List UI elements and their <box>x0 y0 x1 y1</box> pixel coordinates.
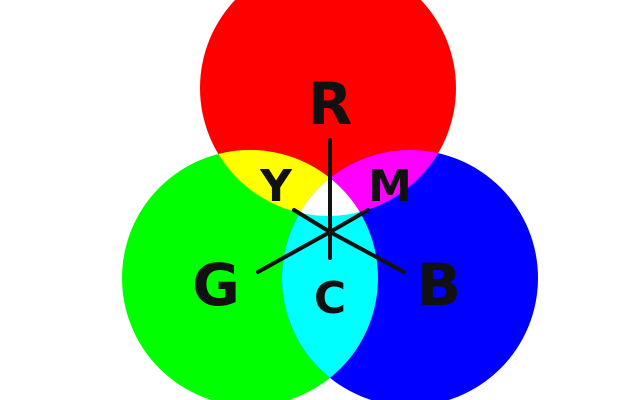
label-y: Y <box>259 161 293 212</box>
label-m: M <box>368 161 412 212</box>
line-to-m <box>328 208 370 234</box>
line-to-g <box>256 230 332 274</box>
label-g: G <box>192 251 240 319</box>
label-b: B <box>417 251 461 319</box>
label-r: R <box>308 70 353 138</box>
label-c: C <box>314 273 346 324</box>
line-to-y <box>292 208 332 234</box>
line-to-b <box>328 230 406 274</box>
white-center <box>282 150 378 216</box>
axis-lines <box>256 138 406 274</box>
